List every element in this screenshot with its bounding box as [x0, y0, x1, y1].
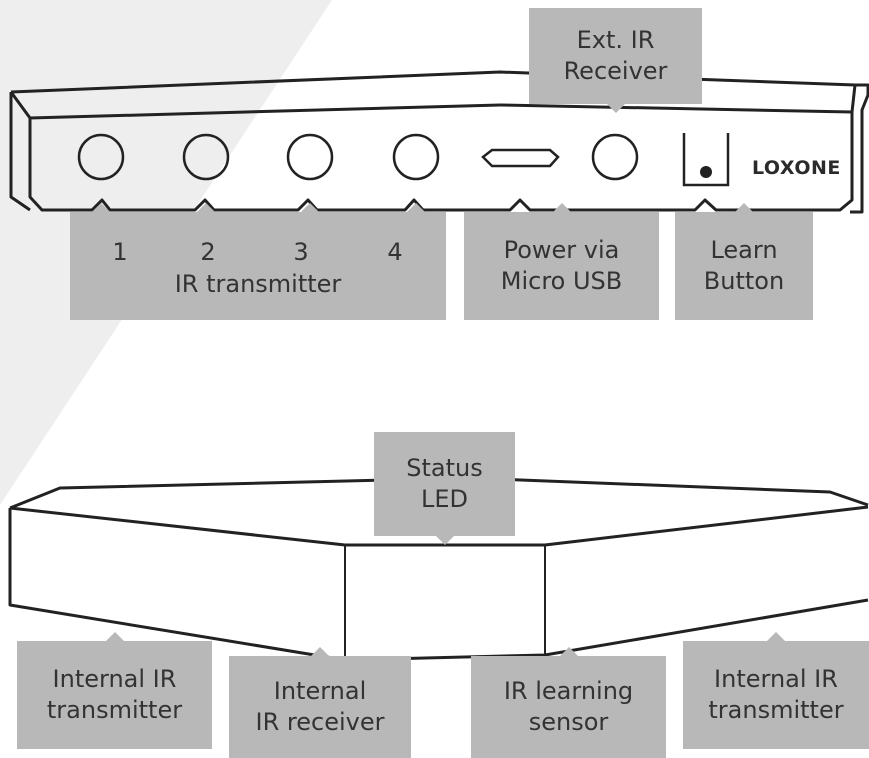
label-int-rx-line1: Internal [273, 677, 367, 705]
label-ext-ir-receiver-line2: Receiver [563, 57, 668, 85]
ir-transmitter-number-3: 3 [293, 238, 309, 266]
label-status-line1: Status [406, 454, 483, 482]
label-ir-transmitter: 1 2 3 4 IR transmitter [70, 203, 446, 320]
label-status-line2: LED [420, 485, 468, 513]
learn-button-dot [700, 166, 712, 178]
label-learn-button: Learn Button [675, 203, 813, 320]
label-internal-ir-transmitter-left: Internal IR transmitter [17, 632, 212, 749]
label-int-tx-left-line1: Internal IR [52, 665, 177, 693]
ext-ir-receiver-port [591, 133, 639, 181]
loxone-logo: LOXONE [752, 157, 841, 179]
label-learn-line2: Button [703, 267, 785, 295]
label-learning-line2: sensor [528, 708, 609, 736]
rear-view [9, 70, 869, 214]
label-int-rx-line2: IR receiver [255, 708, 385, 736]
ports [77, 133, 730, 187]
label-internal-ir-transmitter-right: Internal IR transmitter [683, 632, 869, 749]
rear-left-edge [9, 92, 31, 212]
ir-port-1 [77, 133, 125, 181]
label-int-tx-left-line2: transmitter [46, 696, 183, 724]
ir-port-3 [286, 133, 334, 181]
label-power-line2: Micro USB [500, 267, 623, 295]
label-internal-ir-receiver: Internal IR receiver [229, 647, 411, 758]
label-power-micro-usb: Power via Micro USB [464, 203, 659, 320]
rear-inner-top-right [499, 103, 853, 114]
label-status-led: Status LED [374, 432, 515, 545]
label-learning-line1: IR learning [503, 677, 634, 705]
label-power-line1: Power via [503, 236, 620, 264]
front-top-inner-left [9, 506, 346, 547]
ir-transmitter-caption: IR transmitter [174, 270, 342, 298]
ir-transmitter-number-2: 2 [200, 238, 216, 266]
label-int-tx-right-line1: Internal IR [714, 665, 838, 693]
label-int-tx-right-line2: transmitter [708, 696, 844, 724]
rear-inner-top [29, 103, 501, 120]
label-learn-line1: Learn [710, 236, 778, 264]
ir-transmitter-number-1: 1 [112, 238, 128, 266]
front-top-inner-right [544, 505, 869, 547]
ir-transmitter-number-4: 4 [387, 238, 403, 266]
rear-top-edge [10, 70, 856, 94]
learn-button-slot [682, 133, 730, 187]
ir-port-4 [392, 133, 440, 181]
micro-usb-port [481, 148, 560, 168]
label-ir-learning-sensor: IR learning sensor [471, 647, 666, 758]
label-ext-ir-receiver: Ext. IR Receiver [529, 8, 702, 113]
label-ext-ir-receiver-line1: Ext. IR [576, 26, 655, 54]
ir-port-2 [182, 133, 230, 181]
